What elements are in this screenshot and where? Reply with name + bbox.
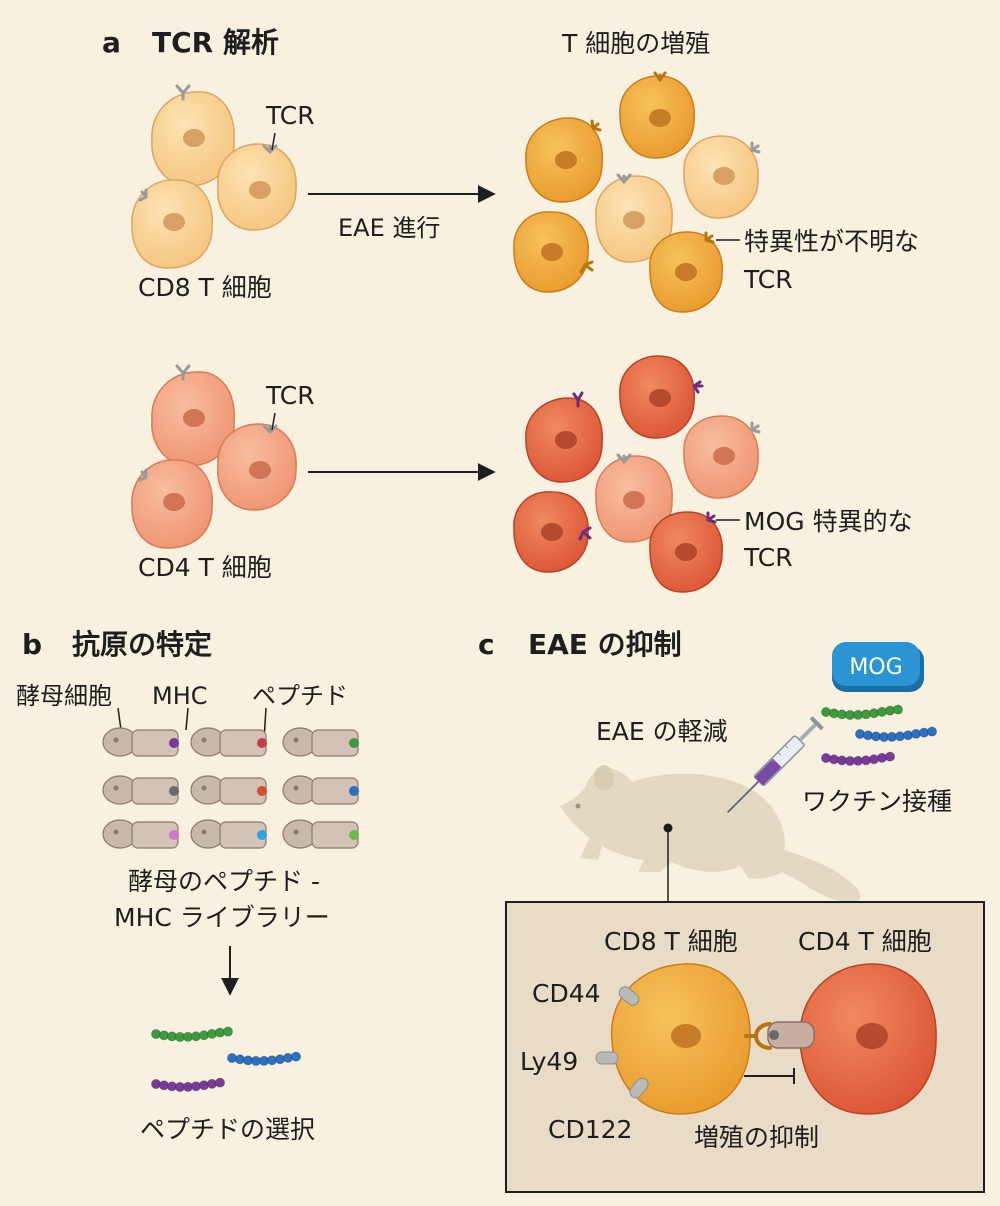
yeast-library-grid [102,727,359,849]
peptide-chain-purple [150,1077,225,1092]
cd8-proliferation-cluster [513,71,761,313]
peptide-dot [169,738,179,748]
tcr-mhc-interaction [744,1021,815,1050]
cd8-cell-label: CD8 T 細胞 [138,273,272,302]
cd8-naive-cluster [131,84,297,269]
yeast-display-cell [282,819,359,849]
peptide-selection-label: ペプチドの選択 [140,1115,315,1144]
tcr-icon [262,144,278,154]
peptide-dot [257,830,267,840]
yeast-display-cell [102,727,179,757]
cd4-cell-label: CD4 T 細胞 [138,553,272,582]
mog-antigen: MOG [832,642,924,692]
suppression-label: 増殖の抑制 [694,1123,819,1152]
cd4-naive-cluster [131,364,297,549]
vaccine-peptides [821,704,938,766]
yeast-display-cell [102,819,179,849]
eae-reduction-label: EAE の軽減 [596,717,728,746]
peptide-dot [257,738,267,748]
cd8-naive-cell [131,179,213,269]
peptide-chain-green [150,1026,233,1042]
cd8-naive-cell [217,143,297,231]
yeast-display-cell [102,775,179,805]
cd8-inset-label: CD8 T 細胞 [604,927,738,956]
cd4-activated-cell [649,511,723,593]
yeast-display-cell [190,819,267,849]
cd4-naive-cell [683,415,761,499]
mhc-label: MHC [152,682,208,710]
vaccination-label: ワクチン接種 [802,787,952,816]
tcr-icon [138,188,148,202]
panel-a-title: TCR 解析 [152,26,279,59]
panel-a-letter: a [102,26,121,59]
library-label-line1: 酵母のペプチド - [128,867,320,896]
mouse-icon [560,765,861,903]
cd4-naive-cell [217,423,297,511]
peptide-dot [349,738,359,748]
ly49-marker [595,1051,619,1065]
peptide-dot [169,786,179,796]
cd8-activated-cell [513,211,594,293]
tcr-leader-line [271,132,276,151]
proliferation-title: T 細胞の増殖 [561,29,710,58]
cd8-activated-cell [649,231,723,313]
tcr-label: TCR [265,381,315,410]
yeast-display-cell [190,775,267,805]
yeast-cell-label: 酵母細胞 [16,682,112,710]
peptide-label: ペプチド [252,682,348,710]
yeast-leader-line [117,707,122,731]
cd4-activated-cell [525,391,603,483]
peptide-dot [349,786,359,796]
peptide-dot [349,830,359,840]
panel-b-letter: b [22,628,42,661]
injection-site-dot [663,823,673,833]
library-label-line2: MHC ライブラリー [114,903,330,932]
peptide-chain-blue [226,1051,301,1066]
yeast-display-cell [282,727,359,757]
panel-c-title: EAE の抑制 [528,628,682,661]
mog-specific-tcr: TCR [743,543,793,572]
marker-cd122: CD122 [548,1115,632,1144]
cd4-proliferation-cluster [513,355,761,593]
selected-peptides [150,1026,301,1092]
tcr-icon [175,84,191,101]
cd8-naive-cell [683,135,761,219]
cd4-activated-cell [619,355,704,439]
unknown-specificity-tcr: TCR [743,265,793,294]
marker-ly49: Ly49 [520,1047,578,1076]
tcr-label: TCR [265,101,315,130]
mhc-leader-line [185,707,189,731]
cd44-marker [618,986,640,1006]
mog-label: MOG [849,655,902,680]
unknown-specificity-label: 特異性が不明な [744,227,919,256]
marker-cd44: CD44 [532,979,601,1008]
peptide-dot [257,786,267,796]
cd8-regulatory-cell [610,963,751,1115]
cd8-activated-cell [525,117,603,203]
yeast-display-cell [190,727,267,757]
cd4-inset-label: CD4 T 細胞 [798,927,932,956]
mog-specific-label: MOG 特異的な [744,507,913,536]
yeast-display-cell [282,775,359,805]
peptide-chain-purple [821,751,896,766]
cd8-activated-cell [619,71,695,159]
cd8-naive-cell [595,173,673,263]
cd4-naive-cell [595,453,673,543]
cd4-naive-cell [131,459,213,549]
panel-c-letter: c [478,628,495,661]
cd4-target-cell [799,963,937,1115]
syringe-icon [726,716,824,814]
arrow-label: EAE 進行 [338,214,440,242]
peptide-chain-green [821,704,904,720]
peptide-chain-blue [855,726,938,742]
cd4-activated-cell [513,491,592,573]
panel-b-title: 抗原の特定 [72,628,212,661]
tcr-leader-line [271,412,276,431]
cd122-marker [629,1077,649,1099]
peptide-dot [169,830,179,840]
